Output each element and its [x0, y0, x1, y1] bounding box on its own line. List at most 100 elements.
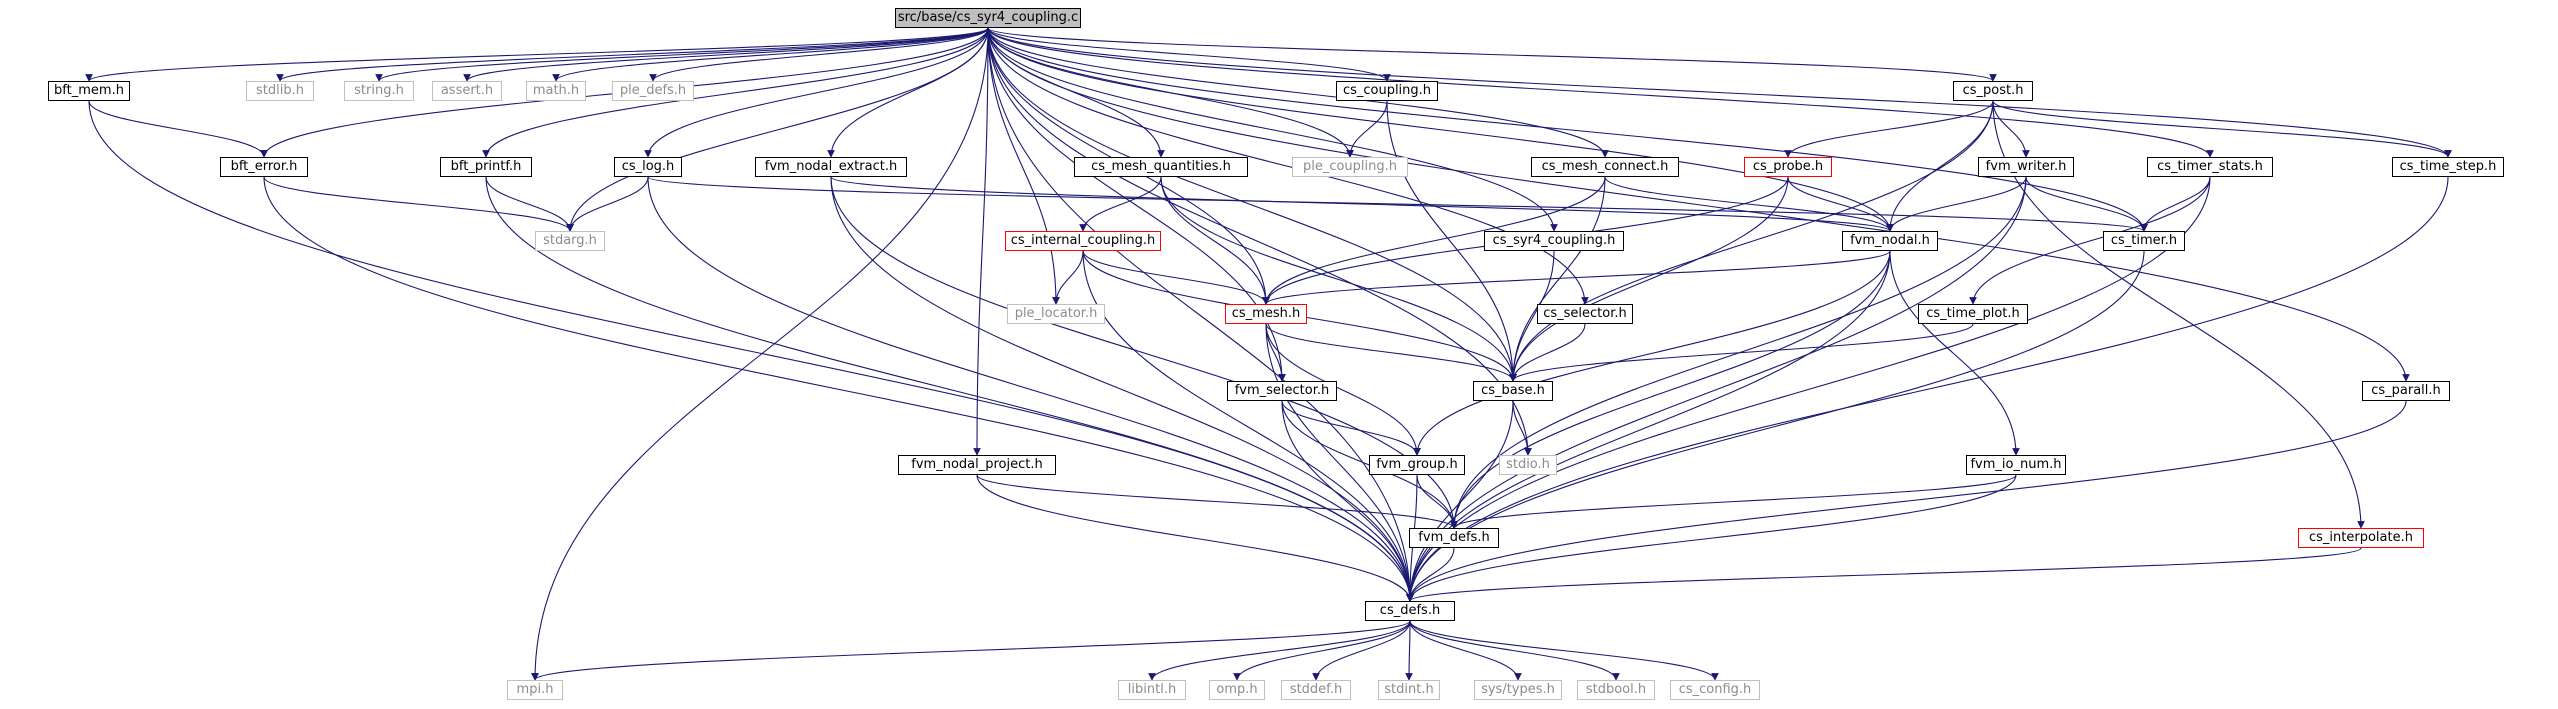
node-fvm-defs[interactable]: fvm_defs.h — [1409, 528, 1499, 548]
edge-fvm-selector-to-cs-defs — [1281, 400, 1414, 602]
edge-root-to-assert — [463, 27, 989, 82]
node-cs-syr4-coupling-h[interactable]: cs_syr4_coupling.h — [1484, 231, 1624, 251]
node-cs-base[interactable]: cs_base.h — [1473, 381, 1553, 401]
node-cs-timer[interactable]: cs_timer.h — [2103, 231, 2185, 251]
node-cs-mesh[interactable]: cs_mesh.h — [1225, 304, 1307, 324]
edge-fvm-nodal-project-to-fvm-defs — [976, 474, 1458, 529]
node-libintl: libintl.h — [1118, 680, 1186, 700]
edge-cs-coupling-to-cs-base — [1386, 100, 1517, 382]
edge-root-to-cs-defs — [987, 27, 1414, 602]
edge-root-to-cs-coupling — [987, 27, 1391, 82]
edge-cs-syr4-coupling-h-to-cs-base — [1509, 250, 1555, 382]
edge-root-to-math — [552, 27, 989, 82]
edge-cs-interpolate-to-cs-defs — [1406, 547, 2362, 602]
edge-root-to-stdio — [987, 27, 1532, 456]
edge-root-to-cs-mesh-connect — [987, 27, 1609, 158]
node-bft-mem[interactable]: bft_mem.h — [48, 81, 130, 101]
node-cs-parall[interactable]: cs_parall.h — [2362, 381, 2450, 401]
edge-cs-defs-to-cs-config — [1409, 620, 1719, 681]
edge-cs-selector-to-cs-base — [1509, 323, 1586, 382]
edge-bft-error-to-stdarg — [263, 176, 574, 232]
edge-root-to-cs-log — [644, 27, 989, 158]
node-cs-mesh-connect[interactable]: cs_mesh_connect.h — [1531, 157, 1679, 177]
edge-cs-defs-to-libintl — [1148, 620, 1411, 681]
edge-root-to-cs-base — [987, 27, 1517, 382]
node-stdint: stdint.h — [1378, 680, 1440, 700]
node-sys-types: sys/types.h — [1474, 680, 1562, 700]
edge-root-to-ple-locator — [987, 27, 1060, 305]
node-fvm-io-num[interactable]: fvm_io_num.h — [1966, 455, 2066, 475]
node-root[interactable]: src/base/cs_syr4_coupling.c — [895, 8, 1081, 28]
edge-fvm-nodal-to-fvm-io-num — [1889, 250, 2020, 456]
edge-cs-internal-coupling-to-ple-locator — [1052, 250, 1084, 305]
node-stdbool: stdbool.h — [1577, 680, 1655, 700]
node-fvm-nodal[interactable]: fvm_nodal.h — [1842, 231, 1938, 251]
edge-fvm-writer-to-cs-defs — [1406, 176, 2027, 602]
edge-cs-mesh-to-cs-defs — [1265, 323, 1414, 602]
edge-root-to-stdarg — [566, 27, 989, 232]
edges-layer — [85, 27, 2452, 681]
edge-root-to-bft-printf — [482, 27, 989, 158]
edge-cs-log-to-cs-defs — [647, 176, 1414, 602]
node-cs-interpolate[interactable]: cs_interpolate.h — [2298, 528, 2424, 548]
node-cs-defs[interactable]: cs_defs.h — [1365, 601, 1455, 621]
edge-cs-base-to-cs-defs — [1406, 400, 1514, 602]
edge-root-to-cs-parall — [987, 27, 2410, 382]
node-stdarg: stdarg.h — [535, 231, 605, 251]
node-fvm-group[interactable]: fvm_group.h — [1369, 455, 1465, 475]
edge-root-to-stdlib — [276, 27, 989, 82]
edge-root-to-cs-selector — [987, 27, 1589, 305]
edge-cs-coupling-to-ple-coupling — [1346, 100, 1388, 158]
edge-fvm-nodal-to-cs-mesh — [1262, 250, 1891, 305]
node-string: string.h — [344, 81, 414, 101]
edge-cs-post-to-fvm-writer — [1992, 100, 2030, 158]
edge-cs-internal-coupling-to-cs-mesh — [1082, 250, 1270, 305]
edge-cs-time-step-to-cs-defs — [1406, 176, 2449, 602]
node-cs-timer-stats[interactable]: cs_timer_stats.h — [2147, 157, 2273, 177]
node-cs-internal-coupling[interactable]: cs_internal_coupling.h — [1005, 231, 1161, 251]
edge-cs-timer-stats-to-cs-time-plot — [1969, 176, 2211, 305]
node-cs-config: cs_config.h — [1670, 680, 1760, 700]
edge-cs-mesh-quantities-to-cs-base — [1160, 176, 1517, 382]
node-fvm-selector[interactable]: fvm_selector.h — [1227, 381, 1337, 401]
edge-cs-timer-stats-to-cs-timer — [2140, 176, 2211, 232]
edge-fvm-writer-to-cs-timer — [2025, 176, 2148, 232]
edge-fvm-selector-to-fvm-group — [1281, 400, 1421, 456]
node-fvm-writer[interactable]: fvm_writer.h — [1978, 157, 2074, 177]
edge-root-to-cs-timer-stats — [987, 27, 2214, 158]
node-mpi: mpi.h — [507, 680, 563, 700]
node-ple-locator: ple_locator.h — [1007, 304, 1105, 324]
node-cs-probe[interactable]: cs_probe.h — [1744, 157, 1832, 177]
edge-cs-defs-to-stdbool — [1409, 620, 1620, 681]
node-fvm-nodal-extract[interactable]: fvm_nodal_extract.h — [755, 157, 907, 177]
edge-fvm-nodal-project-to-cs-defs — [976, 474, 1414, 602]
edge-fvm-nodal-extract-to-fvm-nodal — [830, 176, 1894, 232]
node-fvm-nodal-project[interactable]: fvm_nodal_project.h — [898, 455, 1056, 475]
node-cs-log[interactable]: cs_log.h — [614, 157, 682, 177]
edge-cs-base-to-stdio — [1512, 400, 1532, 456]
edge-root-to-cs-syr4-coupling-h — [987, 27, 1558, 232]
node-ple-coupling: ple_coupling.h — [1292, 157, 1408, 177]
edge-cs-mesh-to-fvm-group — [1265, 323, 1421, 456]
node-cs-mesh-quantities[interactable]: cs_mesh_quantities.h — [1074, 157, 1248, 177]
node-bft-error[interactable]: bft_error.h — [220, 157, 308, 177]
node-bft-printf[interactable]: bft_printf.h — [440, 157, 532, 177]
node-cs-time-plot[interactable]: cs_time_plot.h — [1918, 304, 2028, 324]
node-omp: omp.h — [1209, 680, 1265, 700]
node-cs-post[interactable]: cs_post.h — [1953, 81, 2033, 101]
edge-cs-mesh-connect-to-cs-mesh — [1262, 176, 1606, 305]
edge-cs-defs-to-mpi — [531, 620, 1411, 681]
edge-bft-printf-to-cs-defs — [485, 176, 1414, 602]
edge-fvm-nodal-to-fvm-group — [1413, 250, 1891, 456]
node-cs-coupling[interactable]: cs_coupling.h — [1336, 81, 1438, 101]
node-math: math.h — [526, 81, 586, 101]
edge-cs-post-to-cs-time-step — [1992, 100, 2452, 158]
edge-cs-probe-to-cs-base — [1509, 176, 1789, 382]
edge-cs-mesh-to-cs-base — [1265, 323, 1517, 382]
edge-root-to-fvm-nodal-project — [973, 27, 989, 456]
edge-fvm-selector-to-fvm-defs — [1281, 400, 1458, 529]
node-cs-time-step[interactable]: cs_time_step.h — [2392, 157, 2504, 177]
node-cs-selector[interactable]: cs_selector.h — [1537, 304, 1633, 324]
